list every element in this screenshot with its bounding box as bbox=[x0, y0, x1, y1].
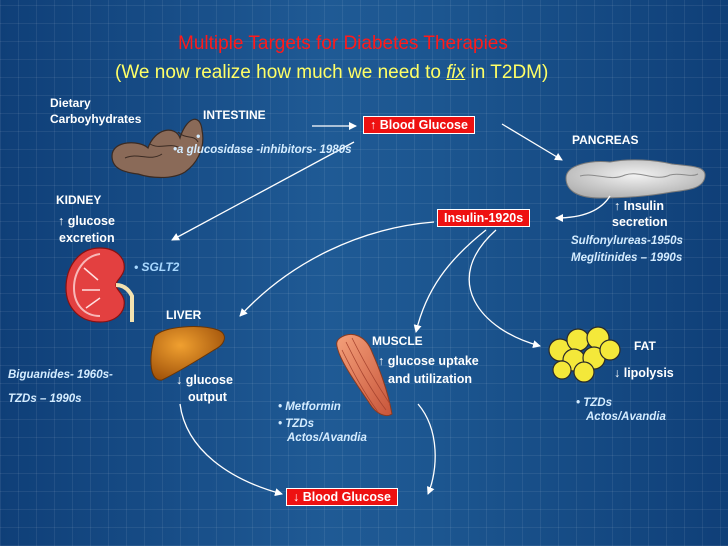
arrow-insulin-to-fat bbox=[468, 229, 541, 349]
fat-label: FAT bbox=[634, 339, 656, 353]
arrow-glucose-to-pancreas bbox=[501, 123, 563, 161]
intestine-illustration bbox=[111, 118, 204, 179]
muscle-effect-2: and utilization bbox=[388, 372, 473, 386]
arrow-insulin-to-muscle bbox=[413, 229, 487, 333]
kidney-effect-1: ↑ glucose bbox=[58, 214, 115, 228]
subtitle-pre: (We now realize how much we need to bbox=[115, 62, 447, 83]
subtitle-post: in T2DM) bbox=[465, 62, 549, 83]
fat-effect: ↓ lipolysis bbox=[614, 366, 674, 380]
arrow-pancreas-to-insulin bbox=[555, 195, 611, 222]
liver-label: LIVER bbox=[166, 308, 202, 322]
fat-drug-1: • TZDs bbox=[576, 397, 612, 409]
subtitle-fix: fix bbox=[446, 62, 466, 83]
blood-glucose-up-box: ↑ Blood Glucose bbox=[363, 116, 475, 134]
insulin-box: Insulin-1920s bbox=[437, 209, 531, 227]
pancreas-illustration bbox=[565, 159, 706, 199]
muscle-illustration bbox=[336, 334, 393, 417]
intestine-label: INTESTINE bbox=[203, 108, 266, 122]
arrow-insulin-to-liver bbox=[239, 221, 435, 317]
muscle-drug-2: • TZDs bbox=[278, 418, 314, 430]
pancreas-drug-2: Meglitinides – 1990s bbox=[571, 252, 683, 264]
intestine-drug: •a glucosidase -inhibitors- 1980s bbox=[173, 144, 352, 156]
liver-effect-1: ↓ glucose bbox=[176, 373, 233, 387]
fat-drug-2: Actos/Avandia bbox=[586, 411, 666, 423]
muscle-label: MUSCLE bbox=[372, 334, 423, 348]
intestine-bullet: • bbox=[196, 129, 201, 143]
arrow-muscle-to-glucose bbox=[417, 403, 436, 495]
dietary-label-2: Carboyhydrates bbox=[50, 112, 142, 126]
liver-illustration bbox=[150, 326, 225, 381]
muscle-drug-1: • Metformin bbox=[278, 401, 341, 413]
liver-effect-2: output bbox=[188, 390, 227, 404]
blood-glucose-down-box: ↓ Blood Glucose bbox=[286, 488, 398, 506]
dietary-label-1: Dietary bbox=[50, 96, 91, 110]
kidney-effect-2: excretion bbox=[59, 231, 115, 245]
pancreas-label: PANCREAS bbox=[572, 133, 639, 147]
pancreas-effect-1: ↑ Insulin bbox=[614, 199, 664, 213]
kidney-label: KIDNEY bbox=[56, 193, 102, 207]
muscle-drug-3: Actos/Avandia bbox=[287, 432, 367, 444]
arrows bbox=[171, 122, 611, 497]
liver-drug-1: Biguanides- 1960s- bbox=[8, 369, 113, 381]
kidney-illustration bbox=[65, 247, 134, 323]
fat-illustration bbox=[548, 326, 621, 383]
muscle-effect-1: ↑ glucose uptake bbox=[378, 354, 479, 368]
arrow-liver-to-glucose bbox=[179, 403, 283, 497]
liver-drug-2: TZDs – 1990s bbox=[8, 393, 82, 405]
pancreas-effect-2: secretion bbox=[612, 215, 668, 229]
slide-title: Multiple Targets for Diabetes Therapies bbox=[178, 33, 508, 54]
pancreas-drug-1: Sulfonylureas-1950s bbox=[571, 235, 683, 247]
kidney-drug: • SGLT2 bbox=[134, 260, 180, 274]
slide-subtitle: (We now realize how much we need to fix … bbox=[115, 62, 548, 84]
arrow-to-kidney bbox=[171, 141, 355, 241]
